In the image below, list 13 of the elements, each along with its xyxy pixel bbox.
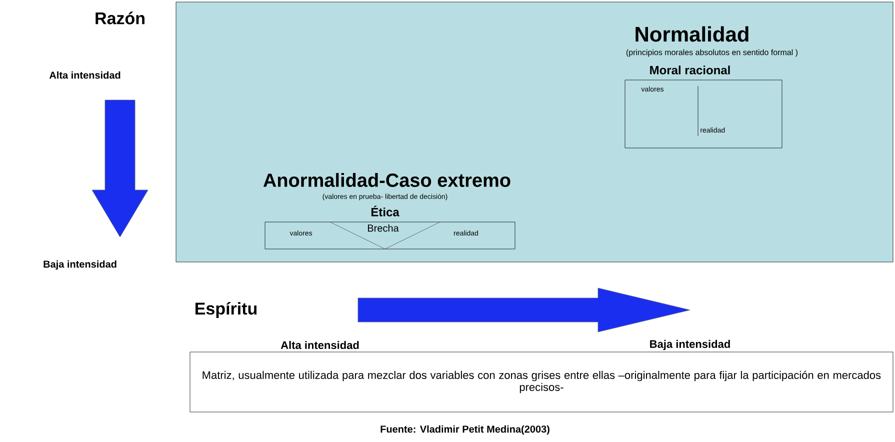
heading: Razón <box>96 12 144 24</box>
axis-label: Baja intensidad <box>44 260 116 270</box>
heading: Anormalidad-Caso extremo <box>263 173 510 187</box>
heading: Normalidad <box>636 26 748 42</box>
source-note: Fuente: Vladimir Petit Medina(2003) <box>380 425 550 435</box>
subtitle: (principios morales absolutos en sentido formal ) <box>626 49 798 57</box>
axis-label: Alta intensidad <box>49 71 120 79</box>
subheading: Ética <box>371 206 400 216</box>
subheading: Moral racional <box>650 66 730 74</box>
note-box: Matriz, usualmente utilizada para mezclar dos variables con zonas grises entre ellas –originalmente para fijar la participación en mercados precisos- <box>190 352 894 412</box>
cell-label: Brecha <box>368 224 399 232</box>
heading: Espíritu <box>196 302 257 318</box>
panel-box <box>176 2 894 262</box>
